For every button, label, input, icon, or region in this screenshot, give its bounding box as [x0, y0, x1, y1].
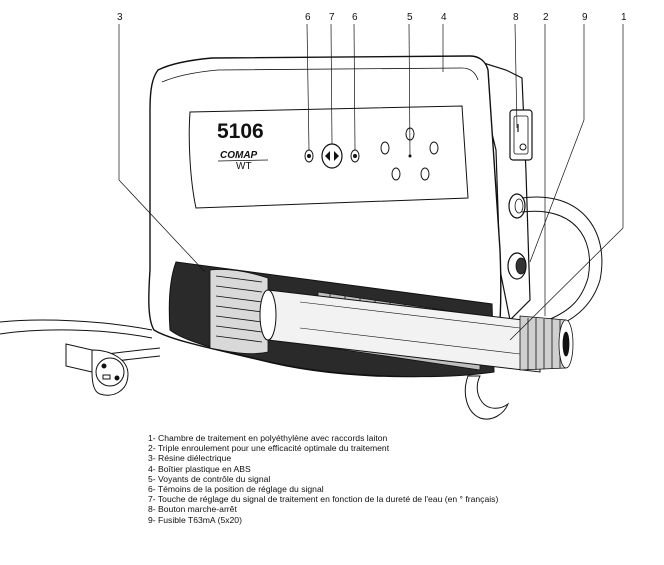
callout-6-left: 6 — [305, 12, 311, 23]
power-switch[interactable] — [509, 109, 533, 161]
callout-9: 9 — [582, 12, 588, 23]
model-number: 5106 — [217, 120, 264, 143]
power-plug — [65, 343, 129, 396]
legend-item-6: 6- Témoins de la position de réglage du … — [148, 484, 324, 495]
legend-item-8: 8- Bouton marche-arrêt — [148, 504, 237, 515]
callout-1: 1 — [621, 12, 627, 23]
legend-item-7: 7- Touche de réglage du signal de traite… — [148, 494, 499, 505]
legend-item-2: 2- Triple enroulement pour une efficacit… — [148, 443, 390, 454]
treatment-chamber — [259, 289, 541, 373]
callout-6-right: 6 — [352, 12, 358, 23]
position-indicator-left — [304, 149, 314, 163]
callout-2: 2 — [543, 12, 549, 23]
legend-item-5: 5- Voyants de contrôle du signal — [148, 473, 271, 484]
leader-lines — [118, 23, 624, 341]
callout-8: 8 — [513, 12, 519, 23]
brand-underline — [217, 159, 269, 162]
loop-cable — [521, 196, 603, 329]
callout-4: 4 — [441, 12, 447, 23]
signal-adjust-key[interactable] — [321, 143, 343, 169]
brand-suffix: WT — [236, 161, 252, 172]
cable-gland — [508, 193, 526, 219]
callout-5: 5 — [407, 12, 413, 23]
legend-list: 1- Chambre de traitement en polyéthylène… — [148, 433, 498, 525]
housing-inner-edge — [161, 67, 479, 83]
legend-item-9: 9- Fusible T63mA (5x20) — [148, 514, 242, 525]
legend-item-4: 4- Boîtier plastique en ABS — [148, 463, 251, 474]
brass-fitting — [519, 315, 574, 371]
callout-7: 7 — [329, 12, 335, 23]
signal-control-leds — [380, 127, 439, 181]
brand-logo: COMAP — [220, 150, 258, 161]
legend-item-1: 1- Chambre de traitement en polyéthylène… — [148, 433, 388, 443]
legend-item-3: 3- Résine diélectrique — [148, 453, 232, 464]
position-indicator-right — [350, 149, 360, 163]
callout-3: 3 — [117, 12, 123, 23]
housing-foot — [464, 375, 510, 420]
device-illustration: 3 6 7 6 5 4 8 2 9 1 5106 COMAP WT — [0, 12, 627, 420]
fuse-holder — [507, 252, 527, 280]
